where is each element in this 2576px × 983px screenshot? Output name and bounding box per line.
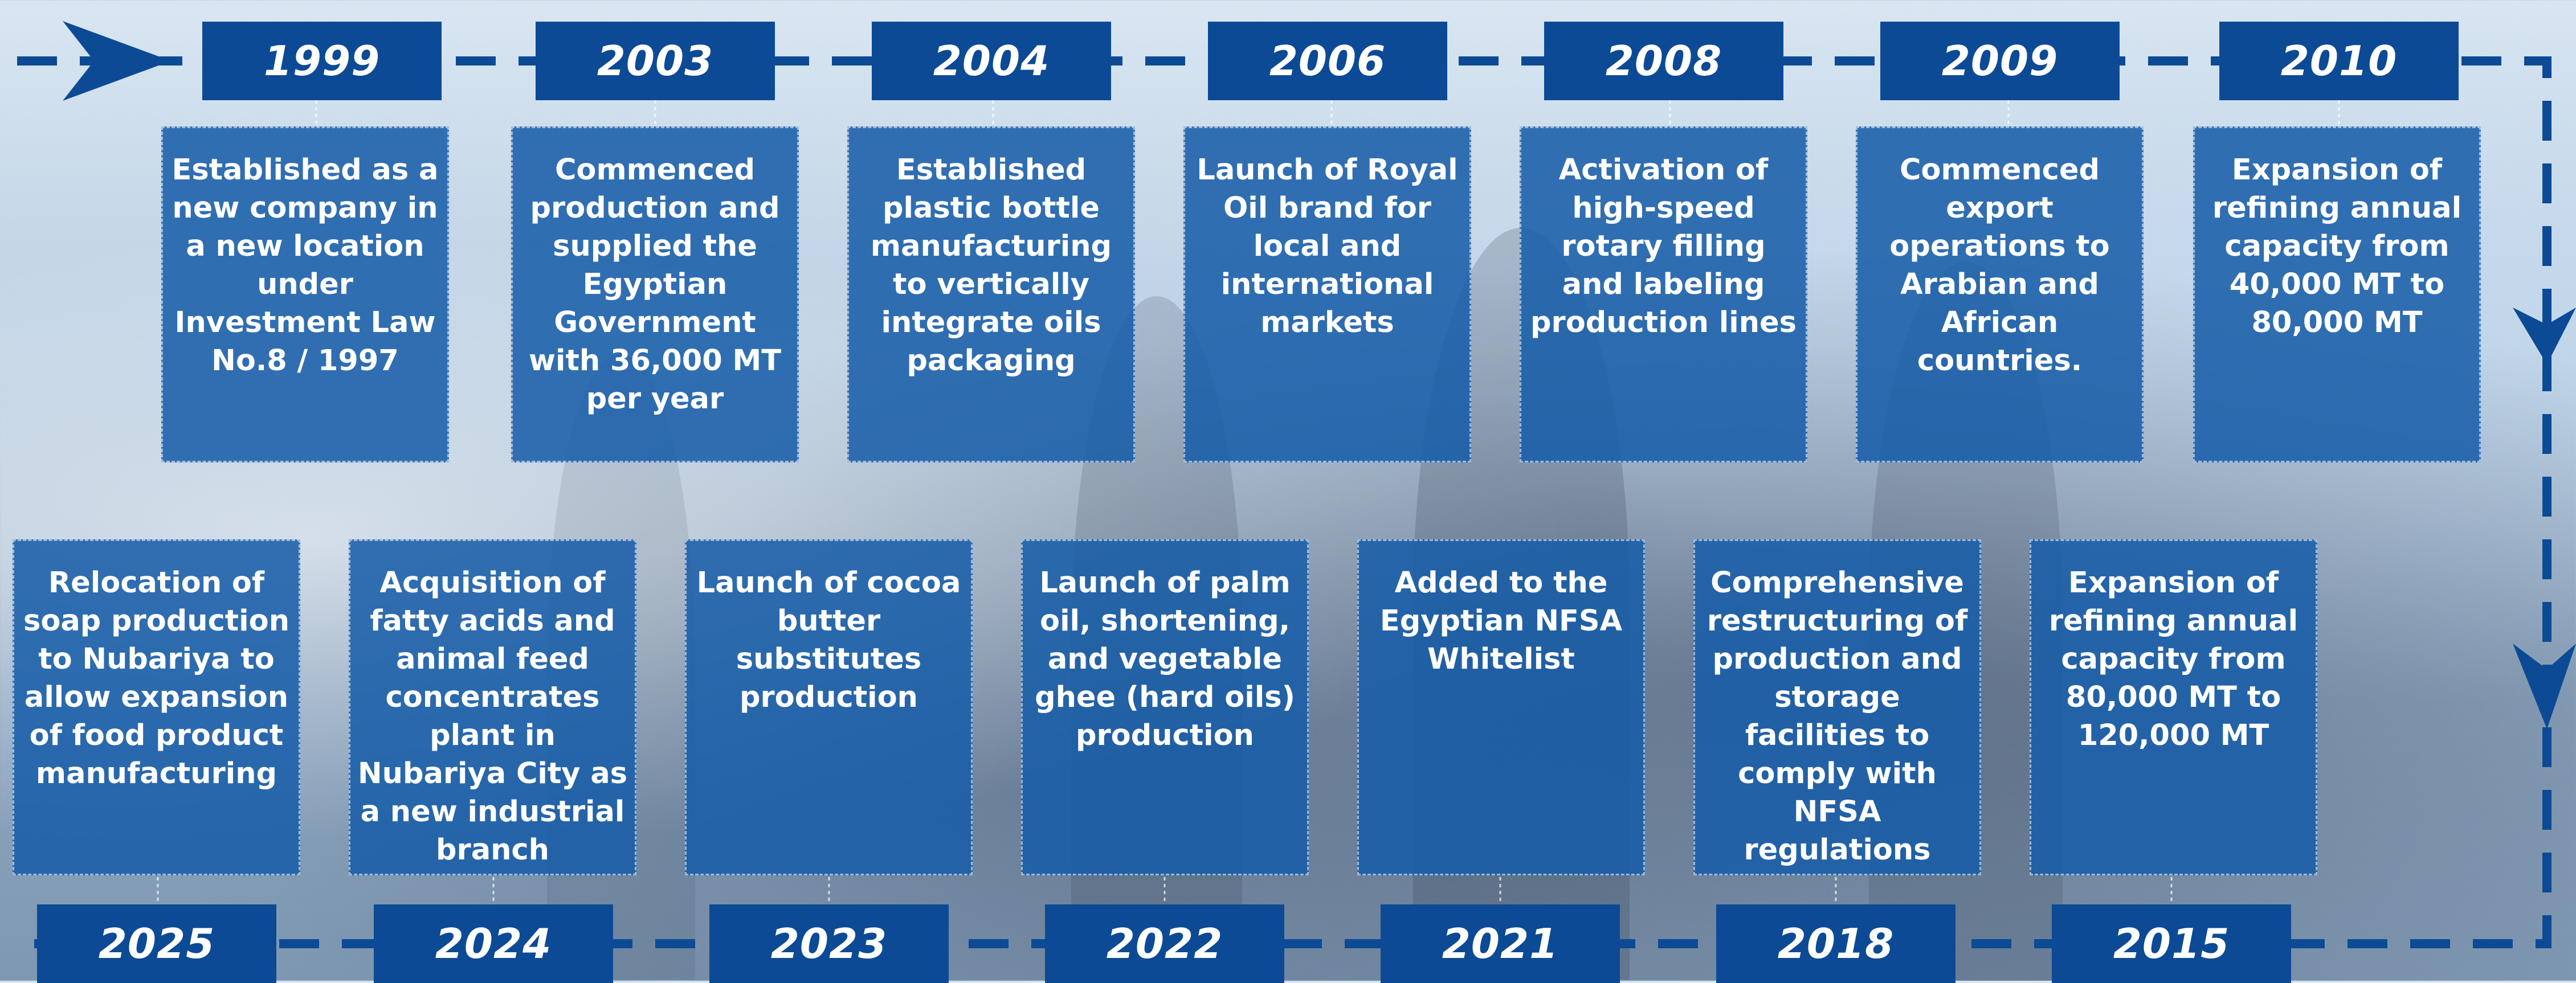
year-label: 2008 xyxy=(1605,37,1722,85)
milestone-card: Established plastic bottle manufacturing… xyxy=(847,126,1135,462)
year-label: 2015 xyxy=(2113,920,2230,968)
timeline-down-arrow-icon xyxy=(2513,308,2576,364)
milestone-card: Comprehensive restructuring of productio… xyxy=(1693,539,1981,875)
milestone-description: Expansion of refining annual capacity fr… xyxy=(2212,153,2462,339)
year-label: 1999 xyxy=(263,37,381,85)
year-label: 2024 xyxy=(435,920,552,968)
year-label: 2006 xyxy=(1269,37,1386,85)
milestone-card: Activation of high-speed rotary filling … xyxy=(1520,126,1807,462)
year-box: 2022 xyxy=(1045,904,1284,983)
milestone-card: Expansion of refining annual capacity fr… xyxy=(2193,126,2481,462)
milestone-description: Added to the Egyptian NFSA Whitelist xyxy=(1379,566,1623,676)
milestone-description: Established as a new company in a new lo… xyxy=(172,153,439,378)
milestone-card: Launch of cocoa butter substitutes produ… xyxy=(685,539,973,875)
milestone-description: Established plastic bottle manufacturing… xyxy=(870,153,1112,378)
year-label: 2009 xyxy=(1941,37,2059,85)
milestone-card: Acquisition of fatty acids and animal fe… xyxy=(349,539,636,875)
milestone-description: Launch of Royal Oil brand for local and … xyxy=(1197,153,1458,339)
milestone-description: Activation of high-speed rotary filling … xyxy=(1530,153,1797,339)
year-box: 2024 xyxy=(374,904,613,983)
year-label: 2021 xyxy=(1442,920,1559,968)
milestone-card: Added to the Egyptian NFSA Whitelist xyxy=(1357,539,1645,875)
year-label: 2022 xyxy=(1106,920,1223,968)
milestone-description: Launch of cocoa butter substitutes produ… xyxy=(696,566,961,714)
year-label: 2023 xyxy=(770,920,888,968)
milestone-description: Expansion of refining annual capacity fr… xyxy=(2048,566,2299,752)
year-box: 2018 xyxy=(1716,904,1956,983)
year-box: 2015 xyxy=(2052,904,2291,983)
milestone-card: Commenced production and supplied the Eg… xyxy=(511,126,799,462)
year-box: 2009 xyxy=(1880,22,2120,100)
year-label: 2004 xyxy=(933,37,1050,85)
bottom-connector-lines xyxy=(157,877,2173,904)
year-box: 2023 xyxy=(709,904,949,983)
milestone-description: Relocation of soap production to Nubariy… xyxy=(23,566,290,791)
year-box: 2003 xyxy=(536,22,775,100)
year-box: 2021 xyxy=(1381,904,1620,983)
timeline-down-arrow-icon xyxy=(2513,644,2576,729)
timeline-start-arrow-icon xyxy=(63,21,171,101)
milestone-description: Comprehensive restructuring of productio… xyxy=(1707,566,1968,867)
milestone-card: Relocation of soap production to Nubariy… xyxy=(13,539,300,875)
year-box: 1999 xyxy=(202,22,442,100)
top-connector-lines xyxy=(315,100,2340,126)
milestone-card: Launch of Royal Oil brand for local and … xyxy=(1183,126,1471,462)
milestone-card: Launch of palm oil, shortening, and vege… xyxy=(1021,539,1309,875)
milestone-description: Acquisition of fatty acids and animal fe… xyxy=(357,566,628,867)
milestone-description: Launch of palm oil, shortening, and vege… xyxy=(1035,566,1295,752)
year-label: 2003 xyxy=(597,37,714,85)
year-label: 2018 xyxy=(1777,920,1895,968)
year-box: 2010 xyxy=(2219,22,2459,100)
milestone-description: Commenced production and supplied the Eg… xyxy=(528,153,782,416)
milestone-card: Expansion of refining annual capacity fr… xyxy=(2030,539,2317,875)
year-box: 2006 xyxy=(1208,22,1447,100)
year-label: 2010 xyxy=(2280,37,2398,85)
year-box: 2025 xyxy=(37,904,276,983)
milestone-card: Established as a new company in a new lo… xyxy=(161,126,449,462)
year-box: 2004 xyxy=(872,22,1111,100)
year-box: 2008 xyxy=(1544,22,1783,100)
year-label: 2025 xyxy=(98,920,215,968)
milestone-card: Commenced export operations to Arabian a… xyxy=(1856,126,2144,462)
milestone-description: Commenced export operations to Arabian a… xyxy=(1889,153,2110,378)
